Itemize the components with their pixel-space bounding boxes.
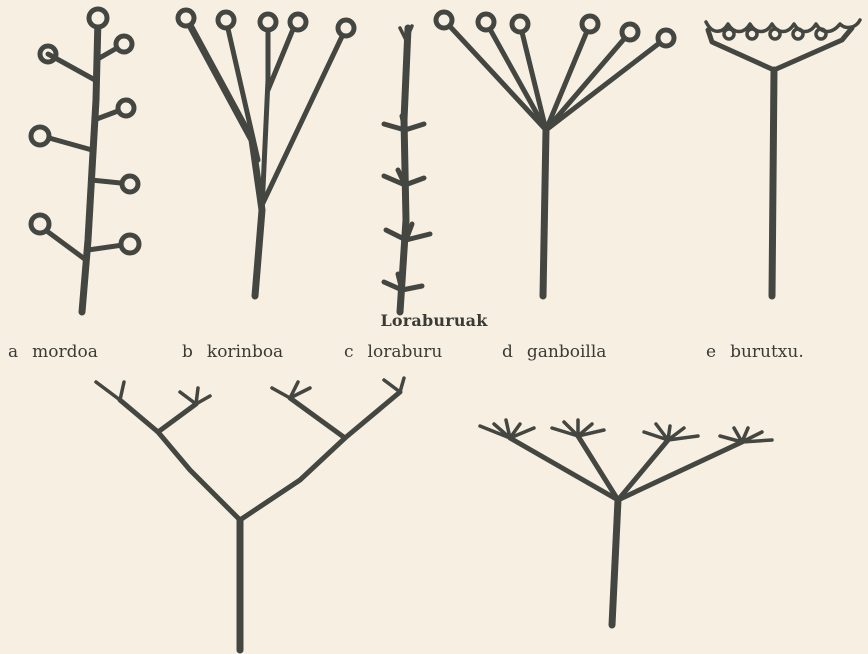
caption-letter: a — [8, 342, 18, 362]
caption-c: c loraburu — [344, 342, 442, 362]
raceme-drawing — [31, 9, 139, 312]
figure-title: Loraburuak — [0, 311, 868, 330]
caption-label: ganboilla — [527, 342, 607, 362]
spike-drawing — [384, 26, 430, 312]
caption-label: mordoa — [32, 342, 98, 362]
caption-letter: b — [182, 342, 193, 362]
compound-corymb-drawing — [96, 378, 404, 650]
compound-umbel-drawing — [480, 420, 772, 625]
caption-label: korinboa — [207, 342, 283, 362]
caption-e: e burutxu. — [706, 342, 804, 362]
caption-label: burutxu. — [730, 342, 804, 362]
corymb-drawing — [178, 10, 354, 296]
capitulum-drawing — [706, 20, 860, 296]
caption-b: b korinboa — [182, 342, 283, 362]
caption-letter: d — [502, 342, 513, 362]
caption-letter: c — [344, 342, 354, 362]
caption-label: loraburu — [368, 342, 443, 362]
caption-letter: e — [706, 342, 716, 362]
caption-d: d ganboilla — [502, 342, 606, 362]
umbel-drawing — [436, 12, 674, 296]
